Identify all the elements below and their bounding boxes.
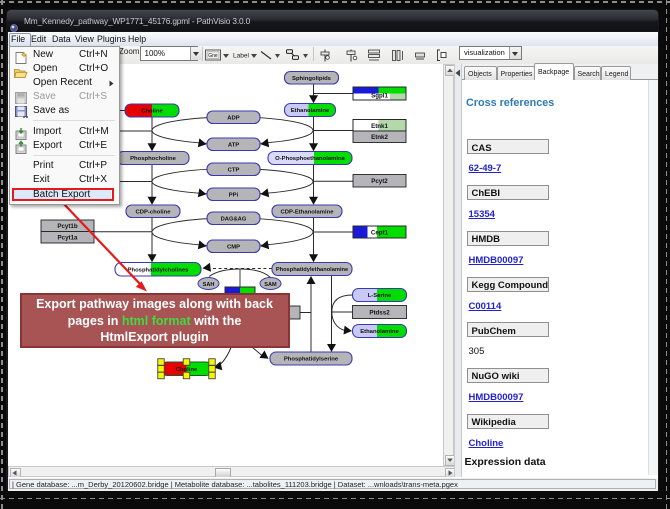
svg-text:O-Phosphoethanolamine: O-Phosphoethanolamine [275,156,345,162]
svg-text:ATP: ATP [228,142,239,148]
svg-text:SAM: SAM [264,282,277,288]
svg-text:Sphingolipids: Sphingolipids [292,76,332,82]
svg-text:Ethanolamine: Ethanolamine [360,329,399,335]
svg-text:Choline: Choline [176,367,198,373]
svg-text:Phosphatidylserine: Phosphatidylserine [284,357,339,363]
svg-text:Gne: Gne [208,53,218,59]
svg-text:Ptdss2: Ptdss2 [369,309,390,316]
svg-text:Cept1: Cept1 [371,230,389,237]
svg-text:Pcyt1b: Pcyt1b [57,223,78,230]
svg-text:DAG&AG: DAG&AG [221,216,247,222]
svg-text:Phosphocholine: Phosphocholine [130,156,177,162]
svg-text:Sgpl1: Sgpl1 [371,93,388,100]
svg-text:Phosphatidylethanolamine: Phosphatidylethanolamine [276,267,348,273]
svg-text:Pcyt2: Pcyt2 [371,178,388,185]
svg-text:CTP: CTP [228,167,240,173]
svg-text:L-Serine: L-Serine [368,293,392,299]
svg-text:SAH: SAH [203,282,215,288]
svg-text:PPi: PPi [229,192,239,198]
svg-text:Pcyt1a: Pcyt1a [58,235,79,242]
svg-text:Etnk1: Etnk1 [371,123,388,130]
svg-text:ADP: ADP [227,115,240,121]
svg-text:Ethanolamine: Ethanolamine [291,108,330,114]
svg-text:Choline: Choline [141,109,163,115]
svg-text:Label: Label [233,53,249,60]
svg-text:CDP-Ethanolamine: CDP-Ethanolamine [280,209,334,215]
svg-text:CDP-choline: CDP-choline [135,209,171,215]
svg-text:CMP: CMP [227,244,240,250]
svg-text:Phosphatidylcholines: Phosphatidylcholines [128,267,190,273]
svg-text:Etnk2: Etnk2 [371,134,388,141]
